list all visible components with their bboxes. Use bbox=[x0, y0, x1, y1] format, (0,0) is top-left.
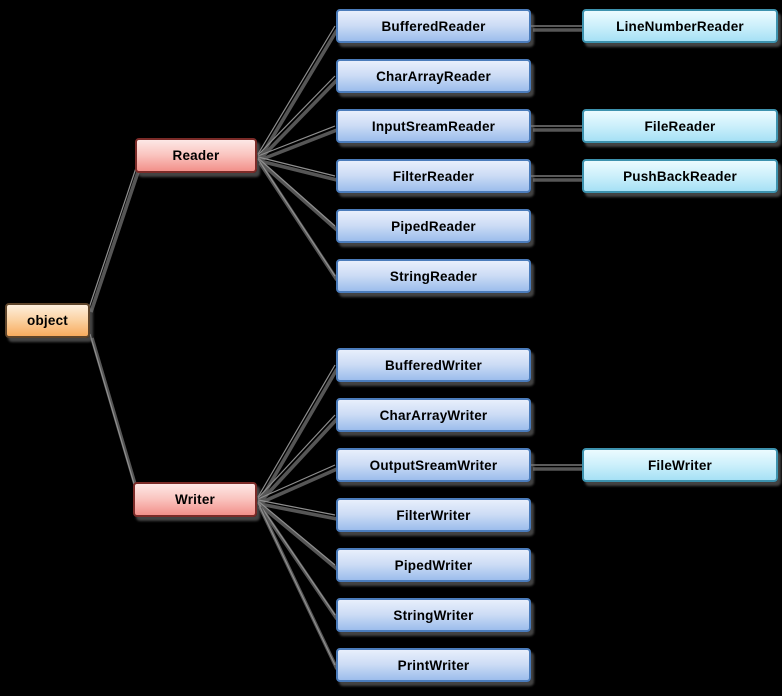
connector-writer-printwriter bbox=[257, 502, 339, 670]
connector-object-reader bbox=[88, 167, 140, 313]
connector-reader-filterreader bbox=[257, 156, 338, 182]
node-buffered-writer: BufferedWriter bbox=[336, 348, 531, 382]
connector-filterreader-pushbackreader bbox=[531, 175, 584, 182]
node-file-writer: FileWriter bbox=[582, 448, 778, 482]
connector-writer-chararraywriter bbox=[257, 414, 339, 504]
connector-outputsreamwriter-filewriter bbox=[531, 464, 584, 471]
connector-reader-chararrayreader bbox=[257, 75, 339, 161]
node-push-back-reader: PushBackReader bbox=[582, 159, 778, 193]
connector-reader-bufferedreader bbox=[257, 25, 339, 159]
connector-object-writer bbox=[89, 333, 139, 492]
node-line-number-reader: LineNumberReader bbox=[582, 9, 778, 43]
node-char-array-reader: CharArrayReader bbox=[336, 59, 531, 93]
node-print-writer: PrintWriter bbox=[336, 648, 531, 682]
node-reader: Reader bbox=[135, 138, 257, 173]
node-output-sream-writer: OutputSreamWriter bbox=[336, 448, 531, 482]
connector-writer-bufferedwriter bbox=[257, 364, 339, 502]
node-filter-writer: FilterWriter bbox=[336, 498, 531, 532]
connector-writer-filterwriter bbox=[257, 499, 338, 521]
node-string-writer: StringWriter bbox=[336, 598, 531, 632]
node-object: object bbox=[5, 303, 90, 338]
node-piped-writer: PipedWriter bbox=[336, 548, 531, 582]
node-buffered-reader: BufferedReader bbox=[336, 9, 531, 43]
node-file-reader: FileReader bbox=[582, 109, 778, 143]
connector-bufferedreader-linenumberreader bbox=[531, 25, 584, 32]
node-writer: Writer bbox=[133, 482, 257, 517]
connector-reader-pipedreader bbox=[257, 157, 339, 232]
node-filter-reader: FilterReader bbox=[336, 159, 531, 193]
connector-writer-outputsreamwriter bbox=[257, 464, 338, 505]
connector-reader-stringreader bbox=[257, 158, 339, 281]
node-char-array-writer: CharArrayWriter bbox=[336, 398, 531, 432]
node-input-sream-reader: InputSreamReader bbox=[336, 109, 531, 143]
connector-writer-pipedwriter bbox=[257, 500, 339, 571]
node-string-reader: StringReader bbox=[336, 259, 531, 293]
connector-writer-stringwriter bbox=[257, 501, 339, 621]
connector-reader-inputsreamreader bbox=[257, 125, 338, 162]
connector-inputsreamreader-filereader bbox=[531, 125, 584, 132]
node-piped-reader: PipedReader bbox=[336, 209, 531, 243]
